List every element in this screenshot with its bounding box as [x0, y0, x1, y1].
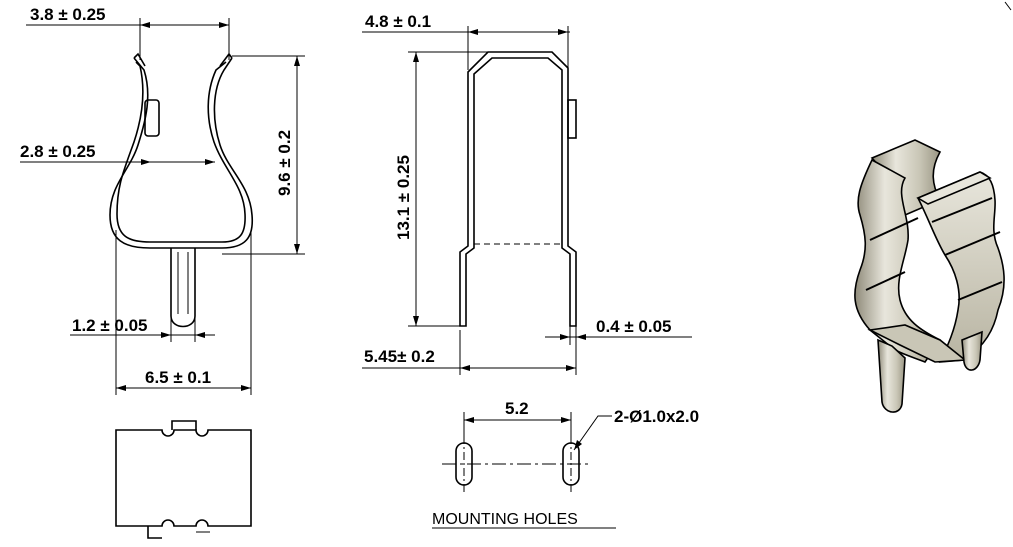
dim-base-width: 6.5 ± 0.1 [145, 368, 211, 387]
arrowhead [460, 365, 470, 371]
clip-side-tab [144, 99, 160, 137]
arrowhead [464, 417, 474, 423]
dim-hole-spacing: 5.2 [505, 399, 529, 418]
side-outline-outer [459, 51, 577, 327]
iso-ridge-line [865, 271, 906, 291]
isometric-view [854, 139, 1005, 413]
iso-ridge-line [869, 217, 919, 241]
arrowhead [558, 29, 568, 35]
arrowhead [566, 365, 576, 371]
front-view: 3.8 ± 0.25 2.8 ± 0.25 9.6 ± 0.2 1.2 ± 0.… [20, 5, 305, 395]
arrowhead [219, 22, 229, 28]
iso-ridge-line [931, 197, 993, 223]
arrowhead [576, 334, 586, 340]
arrowhead [141, 159, 151, 165]
dim-side-base-width: 5.45± 0.2 [364, 347, 435, 366]
side-view: 4.8 ± 0.1 13.1 ± 0.25 0.4 ± 0.05 5.45± 0… [362, 12, 692, 375]
clip-outline-outer [109, 57, 254, 249]
bottom-top-tab [171, 420, 197, 430]
iso-pin-left [877, 338, 906, 413]
hole-leader-line [573, 415, 612, 451]
dim-neck-width: 2.8 ± 0.25 [20, 142, 96, 161]
arrowhead [560, 334, 570, 340]
dim-total-height: 13.1 ± 0.25 [394, 155, 413, 240]
dim-top-width: 3.8 ± 0.25 [30, 5, 106, 24]
corner-mark [1004, 1, 1012, 11]
arrowhead [205, 159, 215, 165]
iso-ridge-line [957, 281, 1003, 301]
dim-side-top-width: 4.8 ± 0.1 [365, 12, 431, 31]
arrowhead [241, 385, 251, 391]
arrowhead [468, 29, 478, 35]
pin [170, 248, 196, 328]
arrowhead [294, 56, 300, 66]
arrowhead [116, 385, 126, 391]
dim-thickness: 0.4 ± 0.05 [596, 317, 672, 336]
mounting-holes-caption: MOUNTING HOLES [432, 511, 578, 528]
arrowhead [413, 316, 419, 326]
bottom-lower-tab [147, 526, 162, 539]
arrowhead [561, 417, 571, 423]
iso-pin-right [961, 330, 983, 371]
dim-clip-height: 9.6 ± 0.2 [275, 130, 294, 196]
arrowhead [195, 332, 205, 338]
clip-tip-left [133, 52, 146, 67]
iso-ridge-line [944, 231, 1001, 256]
arrowhead [140, 22, 150, 28]
iso-front-lip [916, 171, 992, 205]
bottom-view [115, 420, 252, 539]
clip-outline-inner [116, 61, 246, 243]
arrowhead [413, 52, 419, 62]
hole-spec-label: 2-Ø1.0x2.0 [614, 407, 699, 426]
bottom-outline [115, 429, 252, 527]
arrowhead [294, 244, 300, 254]
iso-left-body [854, 158, 942, 363]
side-tab [567, 99, 577, 139]
arrowhead [574, 440, 582, 450]
arrowhead [161, 332, 171, 338]
dim-pin-width: 1.2 ± 0.05 [72, 316, 148, 335]
mounting-holes-view: 5.2 2-Ø1.0x2.0 MOUNTING HOLES [432, 399, 699, 529]
